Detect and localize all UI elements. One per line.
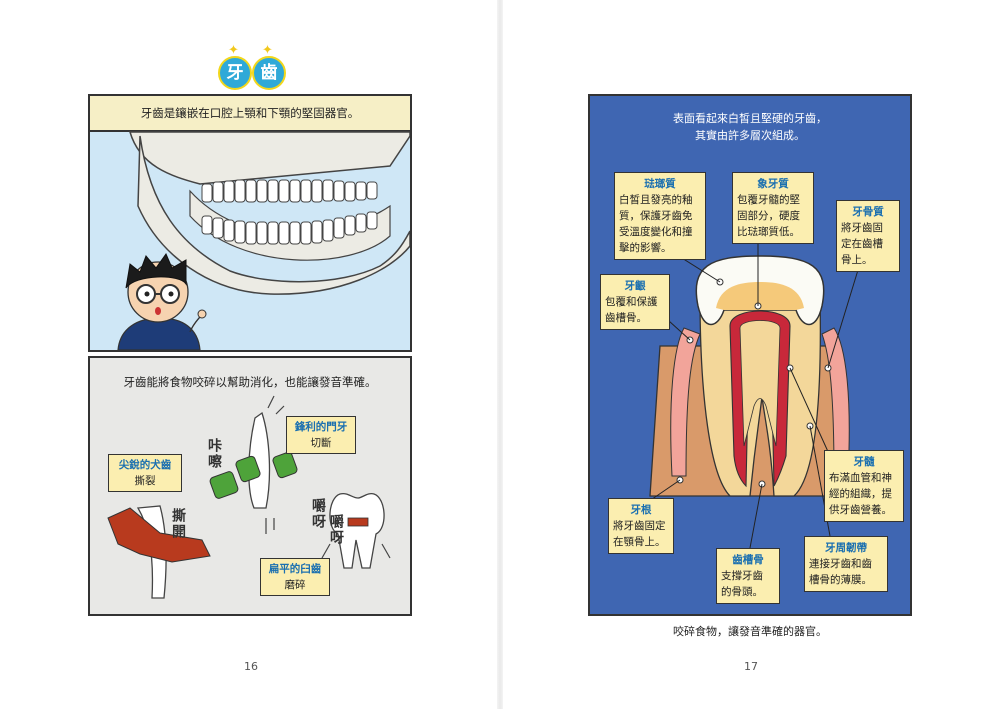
label-ligament-line-1: 連接牙齒和齒 [809, 558, 872, 570]
skull-illustration [117, 131, 410, 350]
label-molar-desc: 磨碎 [284, 579, 306, 591]
label-dentin-line-2: 固部分，硬度 [737, 210, 800, 222]
label-alveolar-bone-line-2: 的骨頭。 [721, 586, 763, 598]
label-gum-line-2: 齒槽骨。 [605, 312, 647, 324]
label-cementum-line-1: 將牙齒固 [841, 222, 883, 234]
label-cementum-title: 牙骨質 [852, 206, 884, 218]
label-dentin-line-1: 包覆牙髓的堅 [737, 194, 800, 206]
sfx-crunch: 咔嚓 [206, 438, 222, 470]
teeth-functions-illustration [107, 395, 391, 599]
label-alveolar-bone-title: 齒槽骨 [732, 554, 764, 566]
sparkle-icon: ✦ [262, 43, 273, 58]
page-number-left: 16 [244, 660, 258, 673]
label-molar-title: 扁平的臼齒 [268, 563, 322, 575]
left-page: ✦ ✦ 牙 齒 牙齒是鑲嵌在口腔上顎和下顎的堅固器官。 [88, 44, 412, 673]
diagram-caption-line-2: 其實由許多層次組成。 [695, 129, 805, 142]
boy-character [117, 252, 207, 350]
label-ligament-line-2: 槽骨的薄膜。 [809, 574, 872, 586]
label-root: 牙根 將牙齒固定 在顎骨上。 [608, 498, 674, 554]
tooth-cross-section [641, 236, 859, 549]
label-alveolar-bone-line-1: 支撐牙齒 [721, 570, 763, 582]
right-page: 表面看起來白皙且堅硬的牙齒， 其實由許多層次組成。 [500, 0, 1000, 709]
label-pulp-line-2: 經的組織，提 [829, 488, 892, 500]
label-canine-title: 尖銳的犬齒 [118, 459, 172, 471]
diagram-caption: 表面看起來白皙且堅硬的牙齒， 其實由許多層次組成。 [590, 110, 910, 144]
label-cementum-line-3: 骨上。 [841, 254, 873, 266]
label-root-title: 牙根 [630, 504, 652, 516]
label-incisor-title: 鋒利的門牙 [294, 421, 348, 433]
label-cementum: 牙骨質 將牙齒固 定在齒槽 骨上。 [836, 200, 900, 272]
label-enamel-line-1: 白皙且發亮的釉 [619, 194, 693, 206]
bottom-caption: 咬碎食物，讓發音準確的器官。 [673, 625, 827, 638]
label-pulp-line-3: 供牙齒營養。 [829, 504, 892, 516]
title-badge: ✦ ✦ 牙 齒 [218, 44, 286, 90]
label-molar: 扁平的臼齒 磨碎 [260, 558, 330, 596]
sfx-tear: 撕開 [170, 508, 186, 540]
label-gum-title: 牙齦 [624, 280, 646, 292]
label-dentin-title: 象牙質 [757, 178, 789, 190]
label-dentin: 象牙質 包覆牙髓的堅 固部分，硬度 比琺瑯質低。 [732, 172, 814, 244]
label-pulp-line-1: 布滿血管和神 [829, 472, 892, 484]
panel1-caption: 牙齒是鑲嵌在口腔上顎和下顎的堅固器官。 [90, 96, 410, 132]
label-gum-line-1: 包覆和保護 [605, 296, 658, 308]
sfx-grind-1: 嚼呀 [310, 498, 326, 530]
label-incisor-desc: 切斷 [310, 437, 332, 449]
label-dentin-line-3: 比琺瑯質低。 [737, 226, 800, 238]
label-cementum-line-2: 定在齒槽 [841, 238, 883, 250]
panel-teeth-functions: 牙齒能將食物咬碎以幫助消化，也能讓發音準確。 咔嚓 撕開 嚼呀 嚼呀 [88, 356, 412, 616]
label-root-line-1: 將牙齒固定 [613, 520, 666, 532]
panel-tooth-anatomy: 表面看起來白皙且堅硬的牙齒， 其實由許多層次組成。 [588, 94, 912, 616]
page-number-right: 17 [744, 660, 758, 673]
label-enamel-line-2: 質，保護牙齒免 [619, 210, 693, 222]
label-alveolar-bone: 齒槽骨 支撐牙齒 的骨頭。 [716, 548, 780, 604]
label-enamel: 琺瑯質 白皙且發亮的釉 質，保護牙齒免 受溫度變化和撞 擊的影響。 [614, 172, 706, 260]
label-incisor: 鋒利的門牙 切斷 [286, 416, 356, 454]
label-canine-desc: 撕裂 [134, 475, 156, 487]
panel2-caption: 牙齒能將食物咬碎以幫助消化，也能讓發音準確。 [123, 375, 377, 389]
panel-skull: 牙齒是鑲嵌在口腔上顎和下顎的堅固器官。 [88, 94, 412, 352]
book-gutter [497, 0, 503, 709]
label-pulp-title: 牙髓 [853, 456, 875, 468]
label-enamel-line-3: 受溫度變化和撞 [619, 226, 693, 238]
label-pulp: 牙髓 布滿血管和神 經的組織，提 供牙齒營養。 [824, 450, 904, 522]
label-periodontal-ligament: 牙周韌帶 連接牙齒和齒 槽骨的薄膜。 [804, 536, 888, 592]
sparkle-icon: ✦ [228, 43, 239, 58]
label-enamel-line-4: 擊的影響。 [619, 242, 672, 254]
sfx-grind-2: 嚼呀 [328, 514, 344, 546]
diagram-caption-line-1: 表面看起來白皙且堅硬的牙齒， [673, 112, 827, 125]
label-gum: 牙齦 包覆和保護 齒槽骨。 [600, 274, 670, 330]
label-enamel-title: 琺瑯質 [644, 178, 676, 190]
title-char-1: 牙 [218, 56, 252, 90]
title-char-2: 齒 [252, 56, 286, 90]
label-root-line-2: 在顎骨上。 [613, 536, 666, 548]
label-ligament-title: 牙周韌帶 [825, 542, 867, 554]
label-canine: 尖銳的犬齒 撕裂 [108, 454, 182, 492]
